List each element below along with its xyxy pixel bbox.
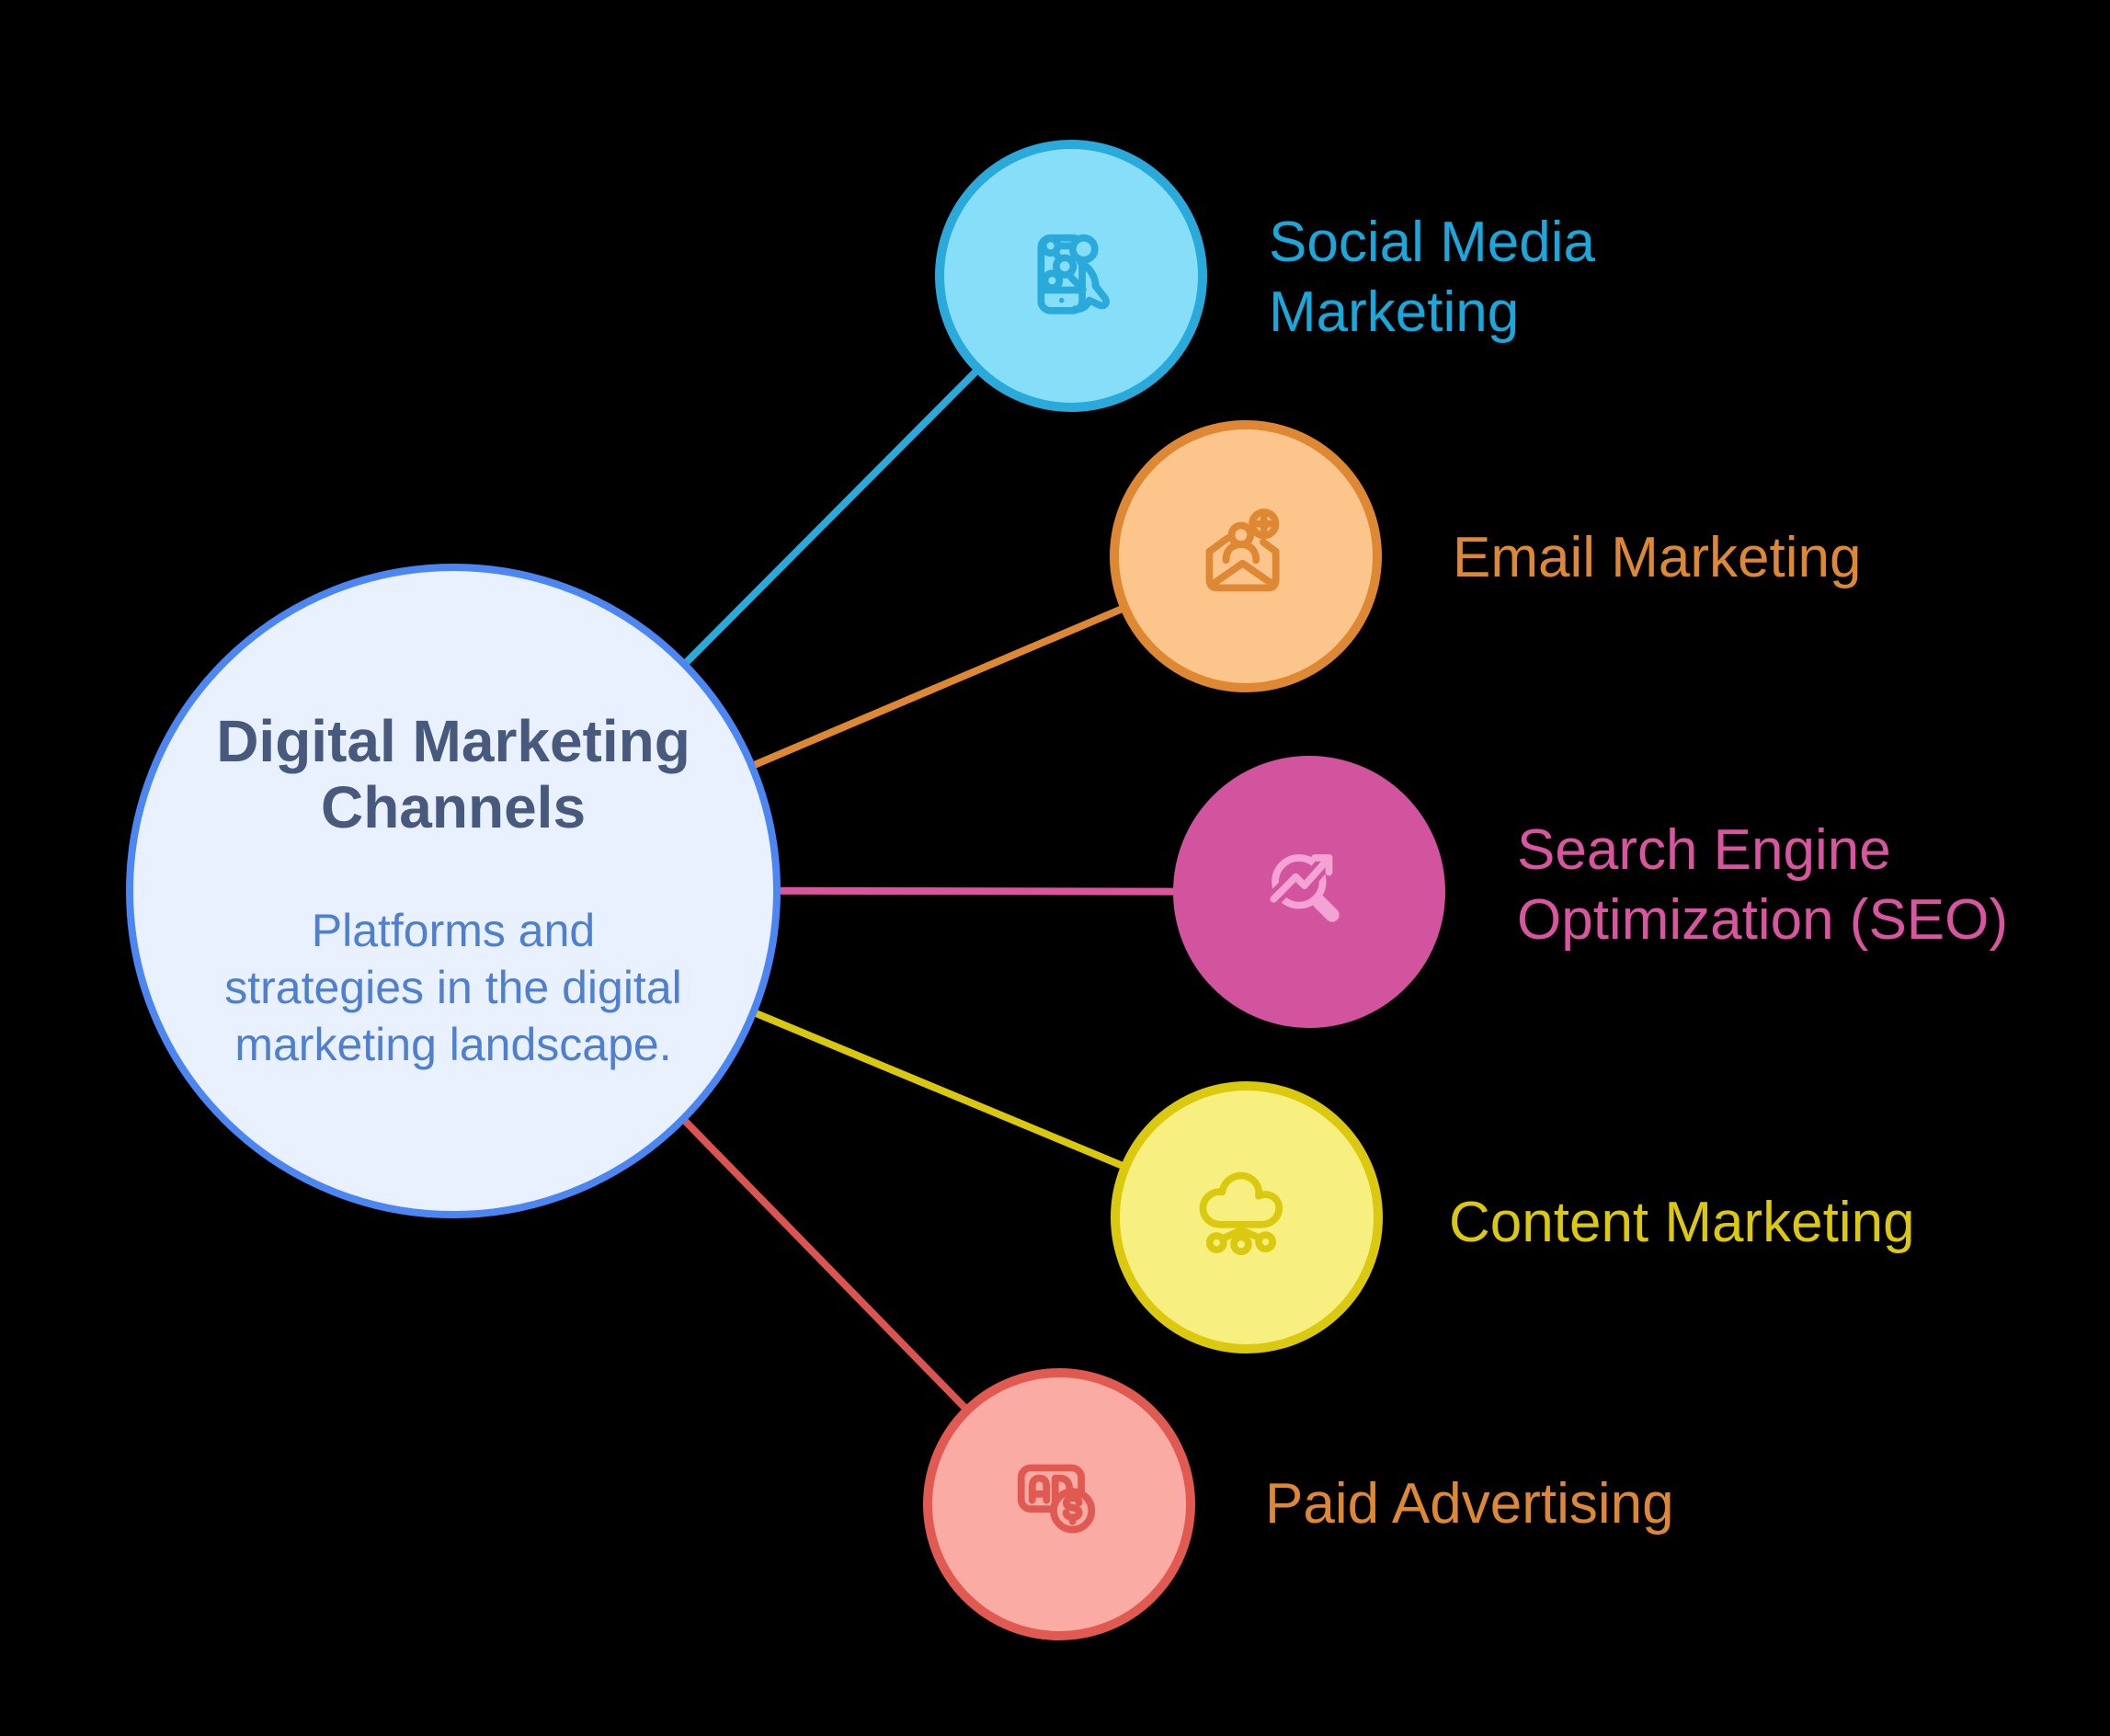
node-email-marketing[interactable]: [1110, 420, 1382, 692]
central-node[interactable]: Digital Marketing Channels Platforms and…: [126, 564, 781, 1218]
label-paid-advertising: Paid Advertising: [1265, 1472, 1674, 1536]
phone-share-network-icon: [1037, 234, 1110, 314]
central-subtitle: Platforms and strategies in the digital …: [224, 904, 682, 1070]
envelope-new-contact-icon: [1205, 508, 1280, 592]
magnifier-growth-arrow-icon: [1265, 850, 1340, 922]
central-title: Digital Marketing Channels: [216, 708, 690, 840]
label-email-marketing: Email Marketing: [1453, 526, 1862, 589]
node-search-engine-optimization[interactable]: [1173, 756, 1445, 1028]
label-content-marketing: Content Marketing: [1449, 1191, 1915, 1254]
node-content-marketing[interactable]: [1111, 1081, 1383, 1353]
node-paid-advertising[interactable]: [923, 1368, 1195, 1640]
node-social-media-marketing[interactable]: [935, 140, 1207, 412]
ad-dollar-icon: [1017, 1464, 1096, 1534]
label-search-engine-optimization: Search Engine Optimization (SEO): [1517, 818, 2009, 952]
cloud-network-icon: [1199, 1171, 1283, 1256]
label-social-media-marketing: Social Media Marketing: [1269, 211, 1595, 344]
